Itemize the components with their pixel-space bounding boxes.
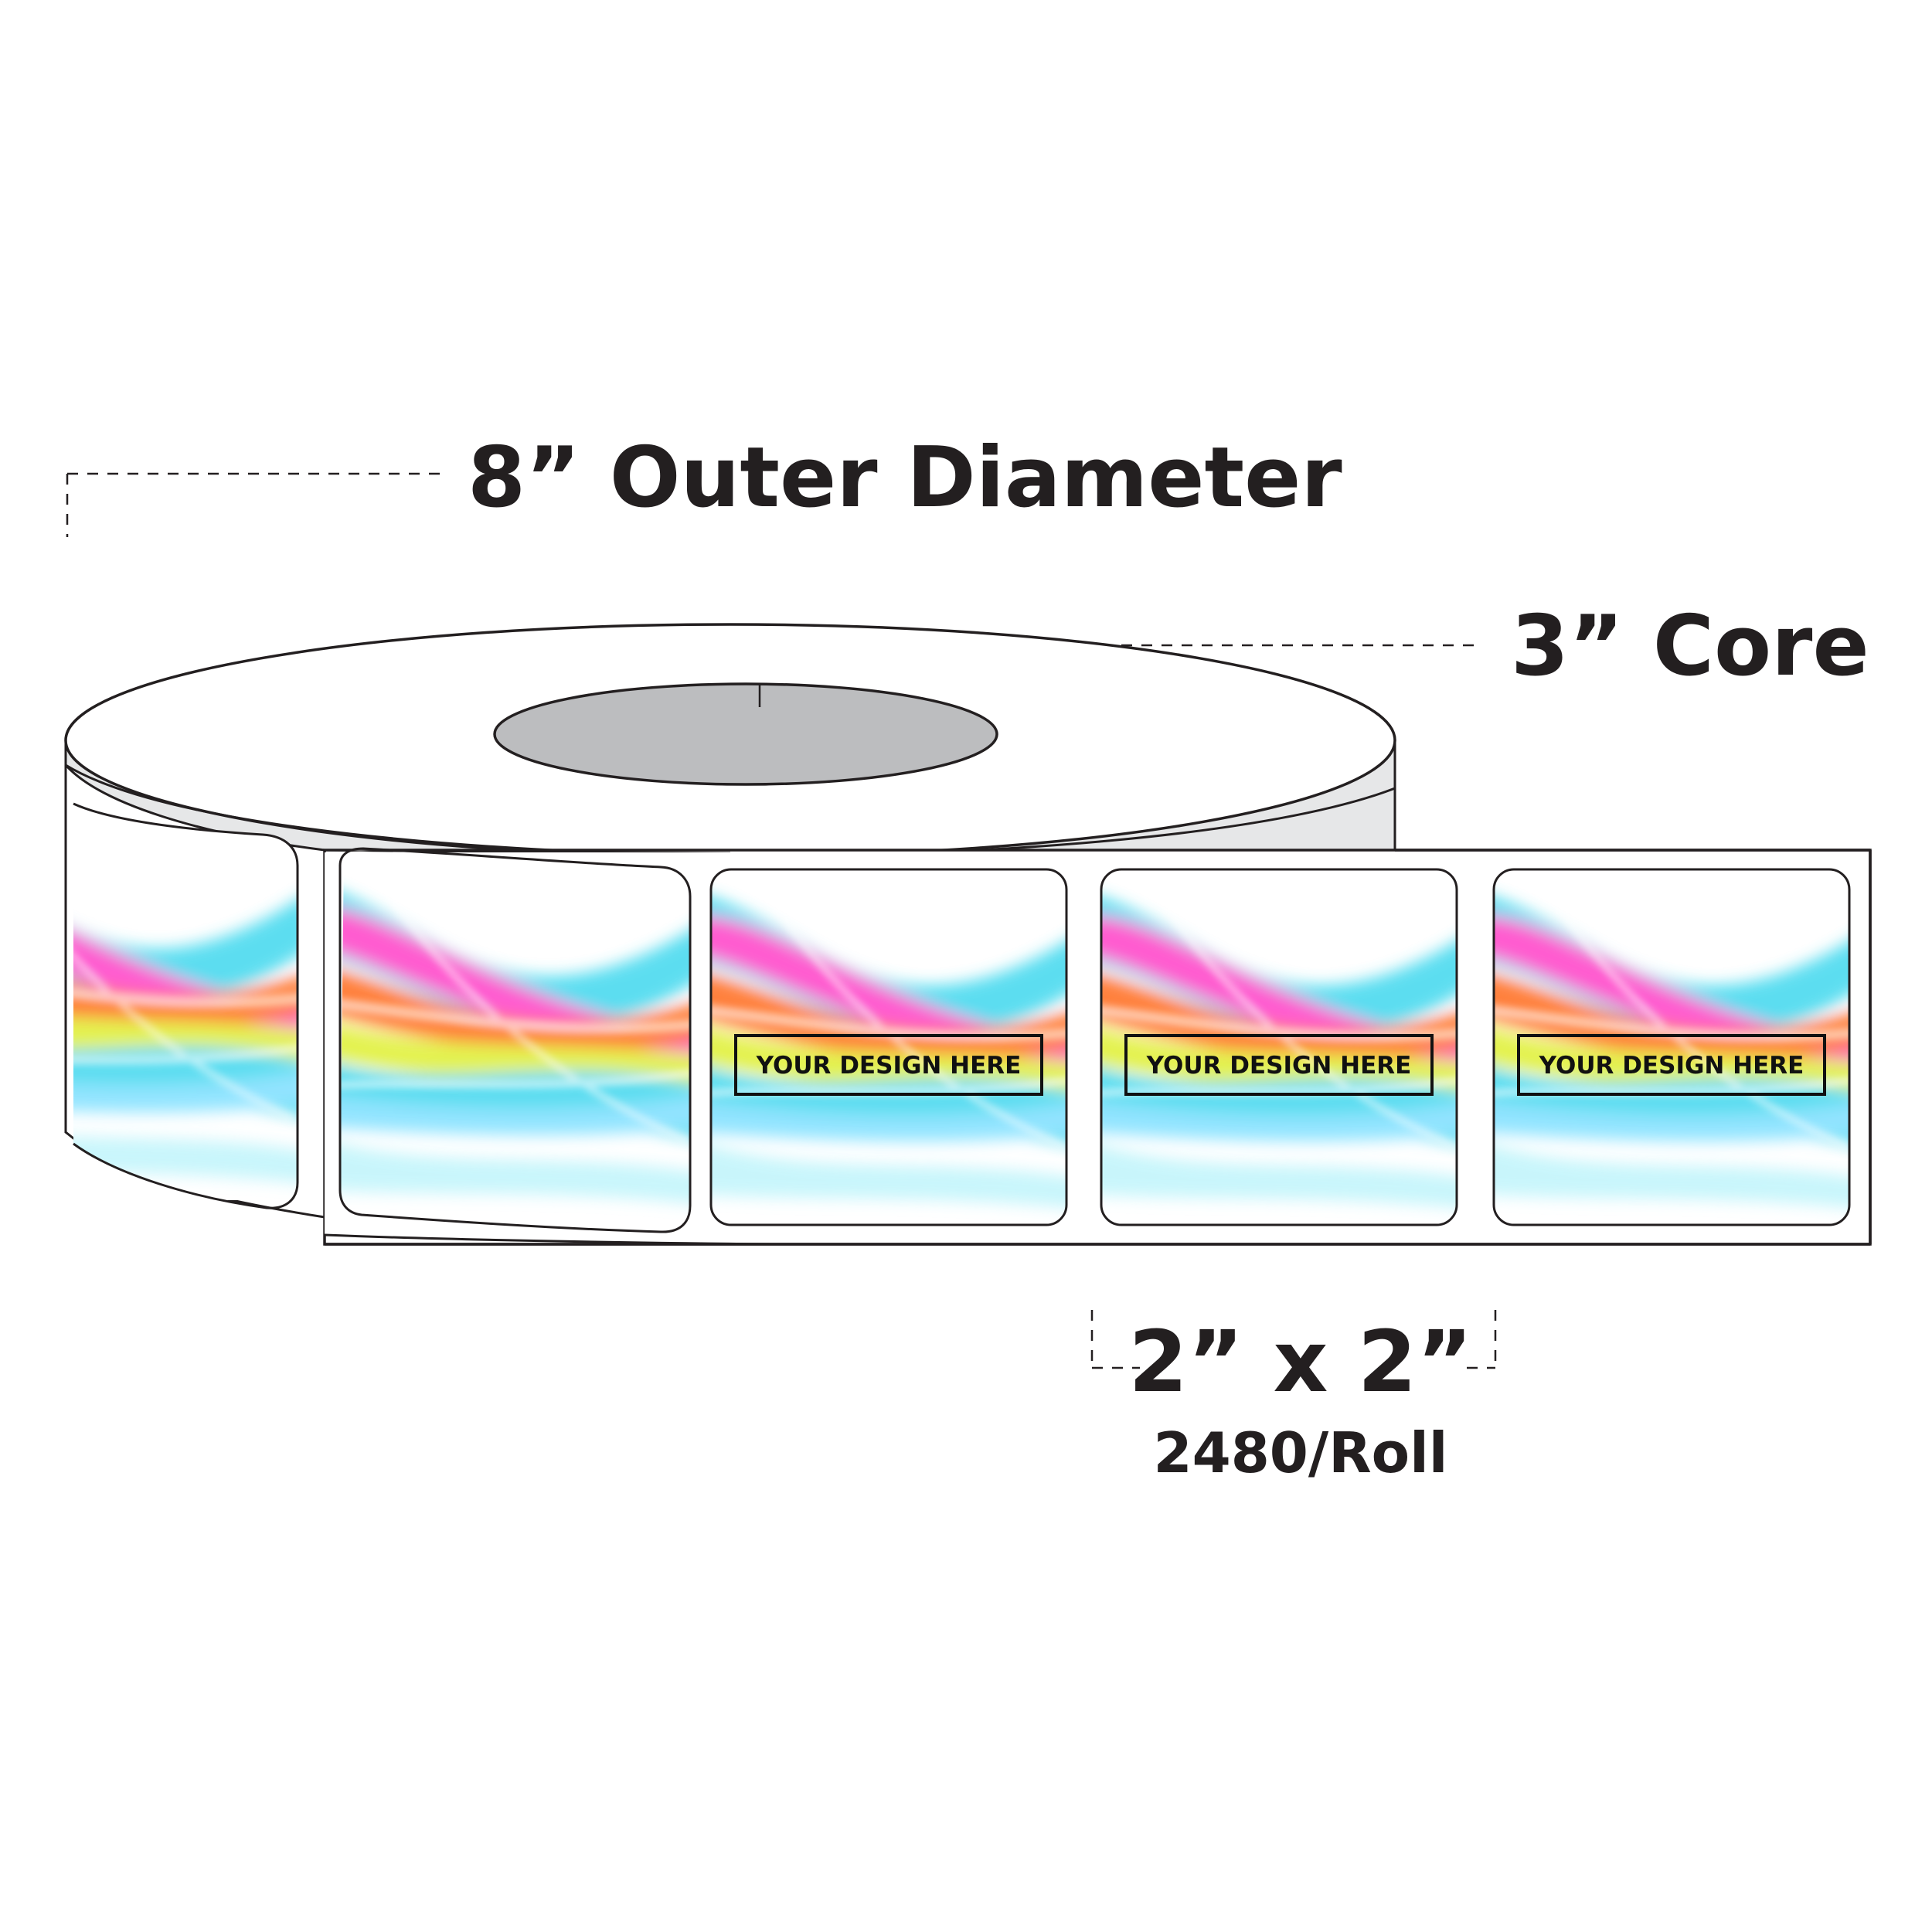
outer-diameter-dimension-line xyxy=(66,472,448,537)
wrapped-label-left xyxy=(73,802,299,1209)
label-2 xyxy=(338,847,692,1233)
label-5: YOUR DESIGN HERE xyxy=(1492,868,1851,1226)
label-size-dimension-line xyxy=(1090,1310,1497,1369)
core-label: 3” Core xyxy=(1511,598,1869,695)
label-size-label: 2” x 2” xyxy=(1128,1312,1472,1411)
roll-core-hole xyxy=(493,682,998,786)
design-placeholder-text: YOUR DESIGN HERE xyxy=(756,1052,1022,1080)
design-placeholder-text: YOUR DESIGN HERE xyxy=(1146,1052,1412,1080)
quantity-per-roll-label: 2480/Roll xyxy=(1154,1420,1448,1485)
outer-diameter-label: 8” Outer Diameter xyxy=(468,430,1342,526)
design-placeholder-text: YOUR DESIGN HERE xyxy=(1539,1052,1804,1080)
label-4: YOUR DESIGN HERE xyxy=(1100,868,1458,1226)
label-3: YOUR DESIGN HERE xyxy=(709,868,1068,1226)
